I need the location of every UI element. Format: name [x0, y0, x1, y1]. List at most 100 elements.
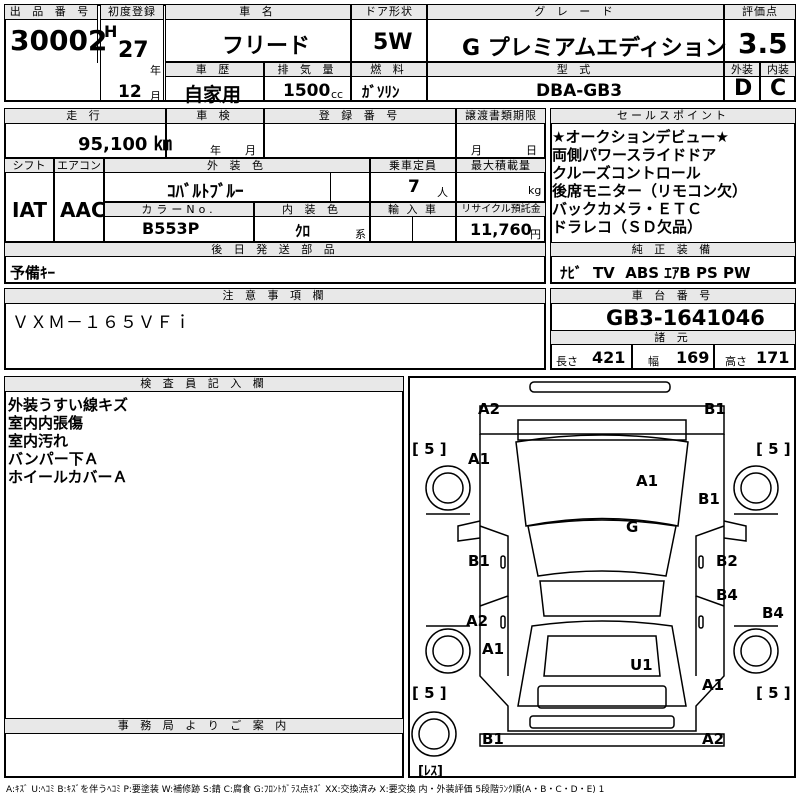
damage-mark: A2	[702, 730, 725, 748]
damage-mark: A1	[636, 472, 659, 490]
import-label: 輸 入 車	[370, 202, 456, 217]
car-name-label: 車 名	[165, 4, 351, 20]
score: 3.5	[738, 27, 788, 60]
sales-points-list: ★オークションデビュー★ 両側パワースライドドア クルーズコントロール 後席モニ…	[552, 128, 747, 236]
damage-mark: G	[626, 518, 639, 536]
transfer-month-unit: 月	[471, 144, 482, 157]
inspection-cell	[166, 123, 264, 158]
recycle-cell	[456, 216, 546, 242]
notes: ＶＸＭ－１６５ＶＦｉ	[12, 313, 192, 333]
color-no: B553P	[142, 219, 200, 238]
notes-label: 注 意 事 項 欄	[4, 288, 546, 304]
shift-label: シフト	[4, 158, 54, 173]
displacement-label: 排 気 量	[264, 62, 351, 77]
recycle-label: リサイクル預託金	[456, 202, 546, 217]
car-name-cell	[165, 19, 351, 62]
chassis-label: 車 台 番 号	[550, 288, 796, 304]
sales-point-item: 両側パワースライドドア	[552, 146, 717, 164]
inspection-year-unit: 年	[210, 144, 221, 157]
int-cell	[760, 76, 796, 102]
spec-width-cell	[632, 344, 714, 370]
reg-no-cell	[264, 123, 456, 158]
history: 自家用	[184, 84, 242, 106]
interior-color-cell	[254, 216, 370, 242]
first-reg-cell	[100, 19, 164, 102]
damage-mark: U1	[630, 656, 653, 674]
ac: AAC	[60, 198, 106, 222]
color-label: 外 装 色	[104, 158, 370, 173]
reg-year: 27	[118, 38, 149, 63]
grade-label: グ レ ー ド	[427, 4, 724, 20]
damage-mark: A1	[482, 640, 505, 658]
fuel-label: 燃 料	[351, 62, 427, 77]
lot-no-label: 出 品 番 号	[4, 4, 98, 20]
later-parts: 予備ｷｰ	[10, 264, 56, 282]
sales-point-item: ドラレコ（ＳＤ欠品）	[552, 218, 703, 236]
reg-year-unit: 年	[150, 64, 161, 77]
history-label: 車 歴	[165, 62, 264, 77]
damage-mark: A1	[468, 450, 491, 468]
office-label: 事 務 局 よ り ご 案 内	[4, 718, 404, 734]
inspection-label: 車 検	[166, 108, 264, 124]
fuel: ｶﾞｿﾘﾝ	[362, 83, 400, 101]
transfer-day-unit: 日	[526, 144, 537, 157]
length: 421	[592, 348, 626, 367]
displacement-unit: cc	[331, 88, 344, 101]
inspector-item: バンパー下Ａ	[8, 450, 99, 468]
shift: IAT	[12, 198, 48, 222]
chassis-number: GB3-1641046	[606, 306, 765, 330]
lot-no: 30002	[10, 24, 108, 57]
damage-mark: B1	[468, 552, 490, 570]
displacement: 1500	[283, 81, 331, 101]
sales-point-item: 後席モニター（リモコン欠）	[552, 182, 748, 200]
door-cell	[351, 19, 427, 62]
sales-point-item: ★オークションデビュー★	[552, 128, 729, 146]
car-name: フリード	[222, 34, 311, 59]
damage-mark: B1	[698, 490, 720, 508]
tire-rear-left: [ 5 ]	[412, 684, 447, 702]
ac-cell	[54, 172, 104, 242]
damage-mark: B2	[716, 552, 738, 570]
door-type: 5W	[373, 30, 413, 55]
capacity-unit: 人	[437, 186, 448, 199]
inspector-item: 室内汚れ	[8, 432, 69, 450]
model: DBA-GB3	[536, 81, 623, 101]
interior-color-suffix: 系	[355, 228, 366, 241]
height-label: 高さ	[725, 355, 747, 368]
load-label: 最大積載量	[456, 158, 546, 173]
score-label: 評価点	[724, 4, 796, 20]
reg-month: 12	[118, 82, 142, 102]
interior-color: ｸﾛ	[295, 222, 311, 240]
load-cell	[456, 172, 546, 202]
recycle-fee: 11,760	[470, 220, 532, 239]
damage-mark: A1	[702, 676, 725, 694]
spare-tire: [ﾚｽ]	[418, 764, 443, 779]
grade: G プレミアムエディション	[462, 36, 727, 61]
damage-mark: A2	[466, 612, 489, 630]
width-label: 幅	[648, 355, 659, 368]
displacement-cell	[264, 76, 351, 102]
car-outline	[411, 381, 779, 757]
tire-rear-right: [ 5 ]	[756, 684, 791, 702]
int-grade: C	[770, 76, 787, 101]
legend: A:ｷｽﾞ U:ﾍｺﾐ B:ｷｽﾞを伴うﾍｺﾐ P:要塗装 W:補修跡 S:錆 …	[6, 785, 605, 795]
ext-grade: D	[734, 76, 753, 101]
mileage-label: 走 行	[4, 108, 166, 124]
grade-cell	[427, 19, 724, 62]
mileage: 95,100 ㎞	[78, 134, 172, 155]
height: 171	[756, 348, 790, 367]
history-cell	[165, 76, 264, 102]
reg-no-label: 登 録 番 号	[264, 108, 456, 124]
capacity-cell	[370, 172, 456, 202]
ext-label: 外装	[724, 62, 760, 77]
spec-length-cell	[550, 344, 632, 370]
fuel-cell	[351, 76, 427, 102]
capacity-label: 乗車定員	[370, 158, 456, 173]
ext-cell	[724, 76, 760, 102]
sales-point-item: バックカメラ・ＥＴＣ	[552, 200, 703, 218]
era-mark: H	[104, 22, 118, 41]
equipment: ﾅﾋﾞ TV ABS ｴｱB PS PW	[560, 264, 751, 282]
equipment-label: 純 正 装 備	[550, 242, 796, 257]
damage-mark: A2	[478, 400, 501, 418]
first-reg-label: 初度登録	[100, 4, 164, 20]
